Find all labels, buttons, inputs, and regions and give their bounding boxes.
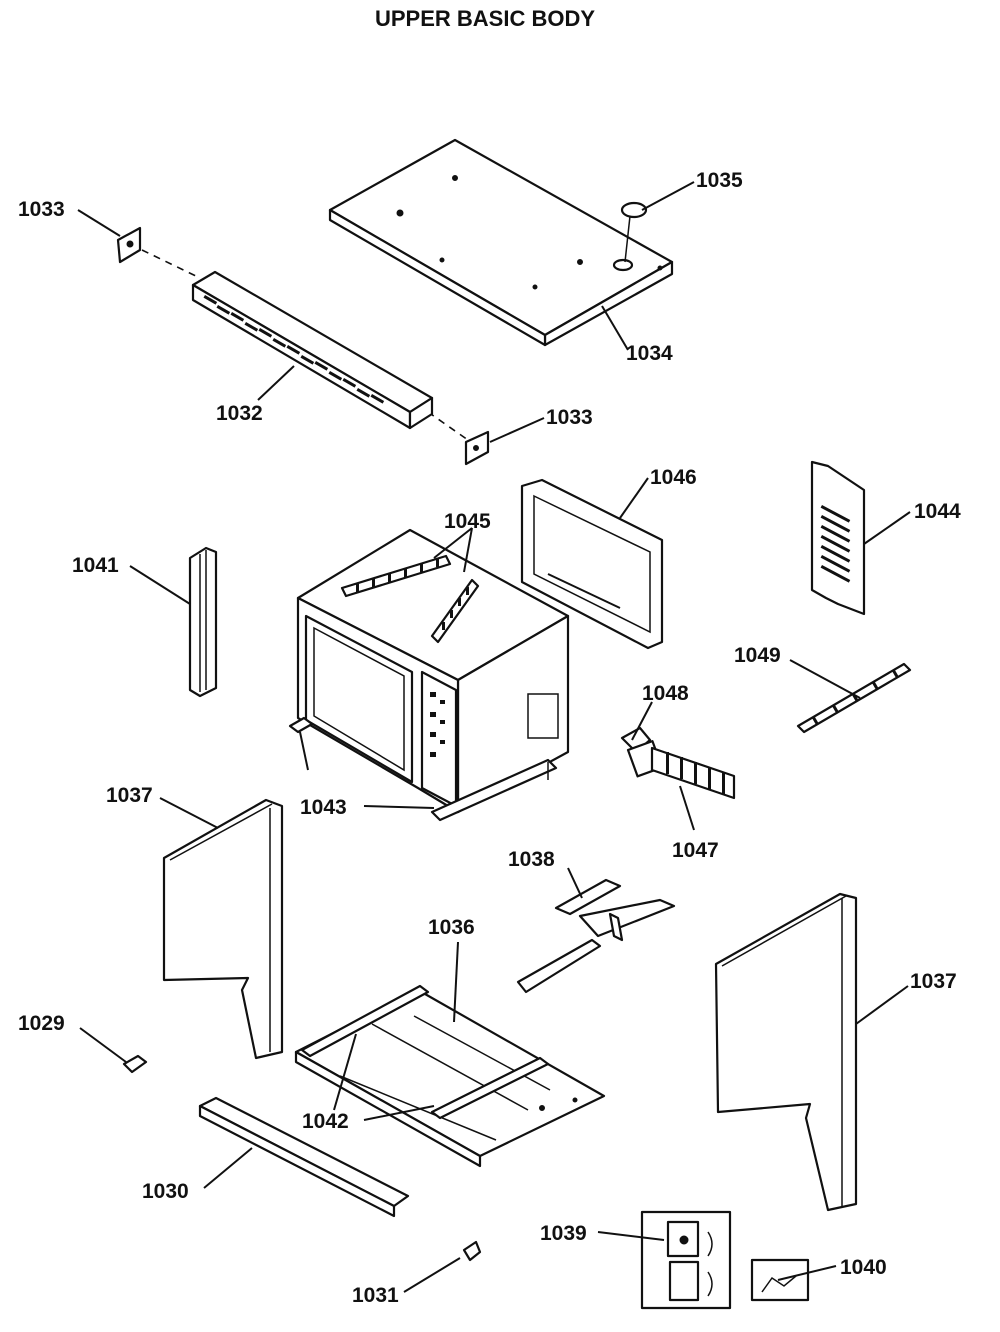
callout-1039: 1039 (540, 1222, 587, 1245)
part-1047-1048-heater-element (620, 726, 736, 800)
callout-1036: 1036 (428, 916, 475, 939)
callout-1031: 1031 (352, 1284, 399, 1307)
callout-1033-left: 1033 (18, 198, 65, 221)
callout-1034: 1034 (626, 342, 673, 365)
part-1036-base-tray (294, 988, 606, 1168)
alignment-line-2 (427, 411, 469, 441)
part-1038-bracket (516, 878, 676, 994)
part-1044-louver-panel (810, 460, 866, 616)
part-1033-bracket-right (464, 430, 490, 466)
part-1043-feet (288, 716, 558, 822)
part-1033-bracket-left (116, 226, 142, 264)
callout-1037-right: 1037 (910, 970, 957, 993)
callout-1049: 1049 (734, 644, 781, 667)
callout-1040: 1040 (840, 1256, 887, 1279)
part-1029-clip (122, 1054, 148, 1074)
diagram-title: UPPER BASIC BODY (375, 6, 595, 31)
callout-1044: 1044 (914, 500, 961, 523)
callout-1042: 1042 (302, 1110, 349, 1133)
callout-1029: 1029 (18, 1012, 65, 1035)
leader-lines (77, 181, 911, 1293)
part-1042-rails (300, 984, 550, 1120)
callout-1035: 1035 (696, 169, 743, 192)
alignment-line (141, 249, 201, 279)
callout-1030: 1030 (142, 1180, 189, 1203)
callout-1032: 1032 (216, 402, 263, 425)
callout-1033-right: 1033 (546, 406, 593, 429)
callout-1043: 1043 (300, 796, 347, 819)
part-1041-channel (188, 546, 218, 698)
part-1046-door-frame (520, 478, 664, 650)
callout-1038: 1038 (508, 848, 555, 871)
part-1030-front-strip (198, 1096, 410, 1218)
part-1037-side-panel-left (162, 798, 284, 1060)
part-1037-side-panel-right (714, 892, 858, 1212)
part-1031-small-clip (462, 1240, 482, 1262)
part-1039-switch-box (640, 1210, 732, 1310)
callout-1037-left: 1037 (106, 784, 153, 807)
callout-1045: 1045 (444, 510, 491, 533)
part-1045-heater-rods (340, 554, 480, 644)
callout-1046: 1046 (650, 466, 697, 489)
part-1035-grommet (620, 201, 648, 263)
callout-1041: 1041 (72, 554, 119, 577)
part-1034-top-cover (328, 138, 674, 347)
callout-1047: 1047 (672, 839, 719, 862)
callout-1048: 1048 (642, 682, 689, 705)
part-1032-louver-bar (191, 270, 434, 430)
